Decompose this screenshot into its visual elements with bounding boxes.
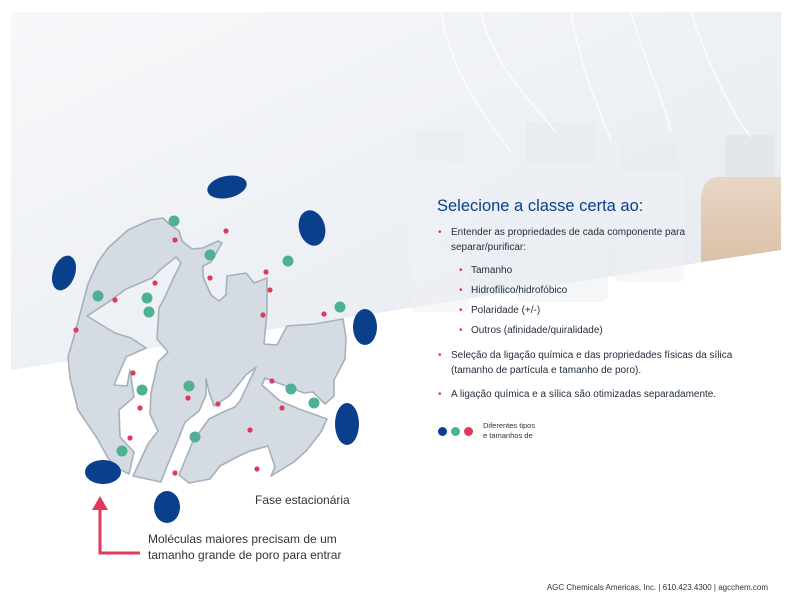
caption-arrowhead	[92, 496, 108, 510]
small-molecule	[172, 470, 178, 476]
small-molecule	[73, 327, 79, 333]
small-molecule	[223, 228, 229, 234]
small-molecule	[279, 405, 285, 411]
bullet-component-properties: Entender as propriedades de cada compone…	[438, 225, 738, 338]
section-title: Selecione a classe certa ao:	[437, 197, 644, 215]
medium-molecule	[168, 215, 180, 227]
large-molecule	[51, 255, 77, 291]
small-molecule	[172, 237, 178, 243]
medium-molecule	[189, 431, 201, 443]
large-molecule	[85, 460, 121, 484]
small-molecule	[267, 287, 273, 293]
small-molecule	[254, 466, 260, 472]
property-sublist: Tamanho Hidrofílico/hidrofóbico Polarida…	[451, 263, 738, 338]
medium-molecule	[143, 306, 155, 318]
footer-contact: AGC Chemicals Americas, Inc. | 610.423.4…	[546, 583, 768, 592]
medium-molecule	[285, 383, 297, 395]
medium-molecule	[204, 249, 216, 261]
small-molecule	[185, 395, 191, 401]
small-molecule	[130, 370, 136, 376]
selection-criteria-list: Entender as propriedades de cada compone…	[438, 225, 738, 411]
medium-molecule	[308, 397, 320, 409]
small-molecule	[215, 401, 221, 407]
pore-size-caption: Moléculas maiores precisam de um tamanho…	[148, 532, 342, 562]
sub-item-hydrophilic: Hidrofílico/hidrofóbico	[451, 283, 738, 298]
large-molecule	[353, 309, 377, 345]
medium-molecule	[334, 301, 346, 313]
medium-molecule	[136, 384, 148, 396]
small-molecule	[321, 311, 327, 317]
medium-molecule	[282, 255, 294, 267]
small-molecule	[269, 378, 275, 384]
legend-teal-dot	[451, 426, 460, 436]
small-molecule	[137, 405, 143, 411]
large-molecule	[298, 210, 326, 246]
molecules	[51, 175, 377, 523]
bullet-optimization: A ligação química e a sílica são otimiza…	[438, 387, 738, 402]
small-molecule	[127, 435, 133, 441]
sub-item-polarity: Polaridade (+/-)	[451, 303, 738, 318]
bullet-text: Entender as propriedades de cada compone…	[451, 227, 686, 253]
large-molecule	[335, 403, 359, 445]
small-molecule	[112, 297, 118, 303]
sub-item-other: Outros (afinidade/quiralidade)	[451, 323, 738, 338]
legend-navy-dot	[438, 426, 447, 436]
medium-molecule	[141, 292, 153, 304]
stationary-phase-label: Fase estacionária	[255, 493, 350, 507]
molecule-legend: Diferentes tipos e tamanhos de	[438, 421, 563, 441]
sub-item-size: Tamanho	[451, 263, 738, 278]
medium-molecule	[92, 290, 104, 302]
small-molecule	[152, 280, 158, 286]
small-molecule	[207, 275, 213, 281]
medium-molecule	[116, 445, 128, 457]
small-molecule	[247, 427, 253, 433]
large-molecule	[207, 175, 247, 199]
bullet-bonding-selection: Seleção da ligação química e das proprie…	[438, 348, 738, 378]
legend-text: Diferentes tipos e tamanhos de	[483, 421, 536, 440]
legend-pink-dot	[464, 426, 473, 436]
large-molecule	[154, 491, 180, 523]
caption-arrow-line	[98, 500, 140, 555]
medium-molecule	[183, 380, 195, 392]
small-molecule	[260, 312, 266, 318]
small-molecule	[263, 269, 269, 275]
